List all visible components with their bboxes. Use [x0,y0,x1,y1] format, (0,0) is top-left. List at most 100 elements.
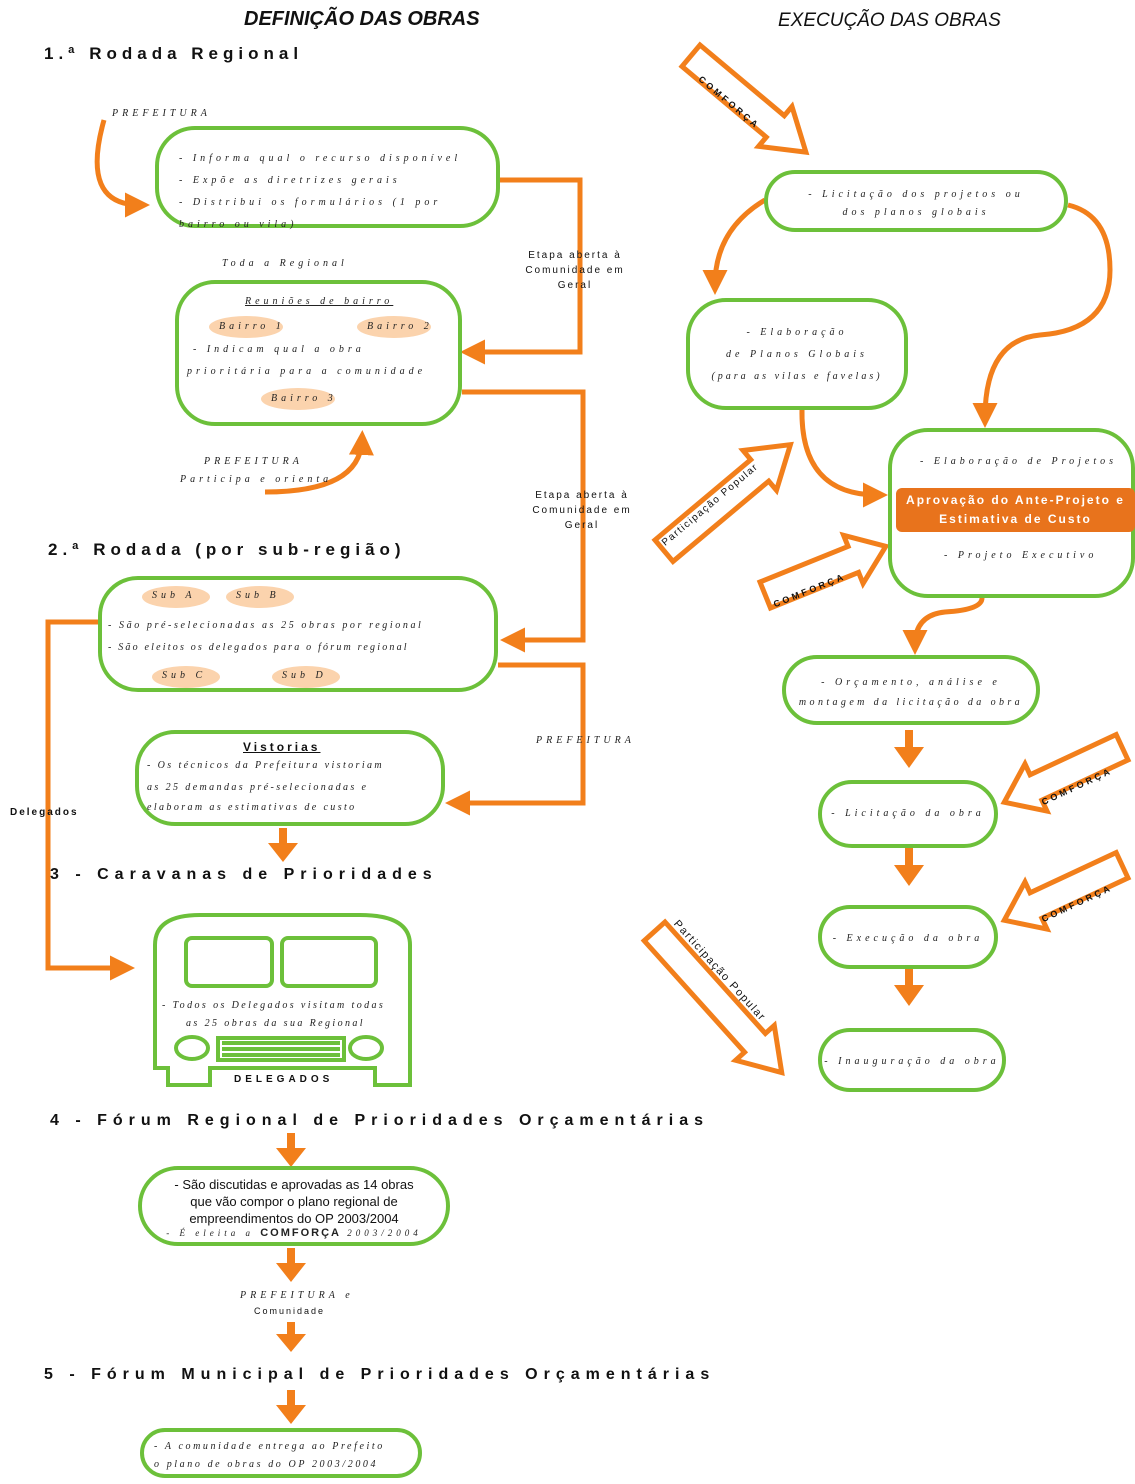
r4-line: montagem da licitação da obra [798,697,1024,708]
r3-top-line: - Elaboração de Projetos [920,456,1118,467]
comforca-arrow-r5 [1000,731,1132,815]
sub-c-oval [152,666,220,688]
etapa-1-line: Etapa aberta à [528,250,622,261]
arrow-prefeitura-box1 [94,119,150,218]
r1-line: dos planos globais [842,207,990,218]
down-arrow [276,1248,306,1282]
stage-3-heading: 3 - Caravanas de Prioridades [50,866,438,883]
arrow-r2-r3 [799,407,888,508]
bairro-2-oval [357,316,431,338]
sub-b-oval [226,586,294,608]
arrow-box2-box3 [462,389,586,653]
box6-line: - A comunidade entrega ao Prefeito [154,1441,385,1452]
box-reunioes-bairro: Reuniões de bairro Bairro 1 Bairro 2 - I… [175,280,462,426]
prefeitura-label-1: PREFEITURA [112,108,211,119]
box4-line: - Os técnicos da Prefeitura vistoriam [147,760,385,771]
box-licitacao-obra: - Licitação da obra [818,780,998,848]
etapa-2-line: Geral [564,520,600,531]
approval-highlight: Aprovação do Ante-Projeto e Estimativa d… [896,488,1135,532]
box5-line: - São discutidas e aprovadas as 14 obras [174,1177,414,1192]
prefeitura-label-3: PREFEITURA [536,735,635,746]
arrow-participa-box2 [264,430,374,495]
left-title: DEFINIÇÃO DAS OBRAS [244,8,480,30]
bairro-2-label: Bairro 2 [367,321,433,332]
stage-5-heading: 5 - Fórum Municipal de Prioridades Orçam… [44,1366,716,1383]
stage-2-heading: 2.ª Rodada (por sub-região) [48,540,406,559]
down-arrow [276,1390,306,1424]
etapa-2-line: Etapa aberta à [535,490,629,501]
arrow-r3-r4 [902,597,985,655]
bus-delegados-label: DELEGADOS [234,1074,334,1085]
box6-line: o plano de obras do OP 2003/2004 [154,1459,379,1470]
box-planos-globais: - Elaboração de Planos Globais (para as … [686,298,908,410]
eleita-prefix: - É eleita a [166,1228,254,1238]
box3-line: - São eleitos os delegados para o fórum … [108,642,409,653]
bairro-3-oval [261,388,335,410]
box-execucao-obra: - Execução da obra [818,905,998,969]
comforca-arrow-mid [756,531,890,612]
sub-d-label: Sub D [282,670,327,681]
box5-line: empreendimentos do OP 2003/2004 [189,1211,399,1226]
highlight-line: Estimativa de Custo [939,512,1092,526]
box1-line: - Distribui os formulários (1 por bairro… [179,197,442,230]
sub-b-label: Sub B [236,590,280,601]
down-arrow [894,968,924,1006]
arrow-r1-r2 [702,197,767,295]
box1-line: - Expõe as diretrizes gerais [179,175,401,186]
box-licitacao-projetos: - Licitação dos projetos ou dos planos g… [764,170,1068,232]
highlight-line: Aprovação do Ante-Projeto e [906,493,1125,507]
box4-line: elaboram as estimativas de custo [147,802,357,813]
eleita-comforca: COMFORÇA [260,1227,341,1239]
down-arrow [276,1322,306,1352]
box-orcamento: - Orçamento, análise e montagem da licit… [782,655,1040,725]
delegados-label: Delegados [10,807,79,818]
prefeitura-label-2: PREFEITURA [204,456,303,467]
box4-line: as 25 demandas pré-selecionadas e [147,782,369,793]
r1-line: - Licitação dos projetos ou [808,189,1024,200]
bus-line: as 25 obras da sua Regional [186,1018,365,1029]
bairro-3-label: Bairro 3 [271,393,337,404]
box-forum-regional: - São discutidas e aprovadas as 14 obras… [138,1166,450,1246]
box5-eleita-line: - É eleita a COMFORÇA 2003/2004 [142,1227,446,1239]
box-elaboracao-projetos: - Elaboração de Projetos Aprovação do An… [888,428,1135,598]
participacao-arrow-bottom [640,918,785,1076]
r3-bottom-line: - Projeto Executivo [944,550,1098,561]
down-arrow [894,730,924,768]
box5-line: que vão compor o plano regional de [190,1194,398,1209]
down-arrow [268,828,298,862]
down-arrow [276,1133,306,1167]
box-forum-municipal: - A comunidade entrega ao Prefeito o pla… [140,1428,422,1478]
r2-line: de Planos Globais [726,349,868,360]
box3-line: - São pré-selecionadas as 25 obras por r… [108,620,424,631]
comunidade-label: Comunidade [254,1306,326,1316]
etapa-2-line: Comunidade em [532,505,632,516]
arrow-r1-r3 [972,202,1113,428]
r2-line: - Elaboração [746,327,848,338]
etapa-1-line: Geral [557,280,593,291]
etapa-label-1: Etapa aberta à Comunidade em Geral [521,248,629,293]
bairro-1-label: Bairro 1 [219,321,285,332]
down-arrow [894,848,924,886]
box-sub-regiao: Sub A Sub B - São pré-selecionadas as 25… [98,576,498,692]
arrow-box1-box2 [460,177,583,365]
stage-1-heading: 1.ª Rodada Regional [44,44,304,63]
down-arrows [268,730,924,1424]
box-rodada-regional: - Informa qual o recurso disponível - Ex… [155,126,500,230]
participacao-arrow-top [651,441,794,565]
r7-line: - Inauguração da obra [824,1056,1000,1067]
comforca-arrow-top [678,41,810,156]
box2-line: - Indicam qual a obra [193,344,365,355]
comforca-arrow-r6 [1000,849,1132,933]
r5-line: - Licitação da obra [831,808,985,819]
right-title: EXECUÇÃO DAS OBRAS [778,10,1001,31]
etapa-label-2: Etapa aberta à Comunidade em Geral [528,488,636,533]
etapa-1-line: Comunidade em [525,265,625,276]
sub-a-oval [142,586,210,608]
eleita-suffix: 2003/2004 [347,1228,422,1238]
stage-4-heading: 4 - Fórum Regional de Prioridades Orçame… [50,1112,709,1129]
bus-line: - Todos os Delegados visitam todas [162,1000,386,1011]
box-vistorias: Vistorias - Os técnicos da Prefeitura vi… [135,730,445,826]
box2-line: prioritária para a comunidade [187,366,427,377]
toda-regional-label: Toda a Regional [222,258,348,269]
